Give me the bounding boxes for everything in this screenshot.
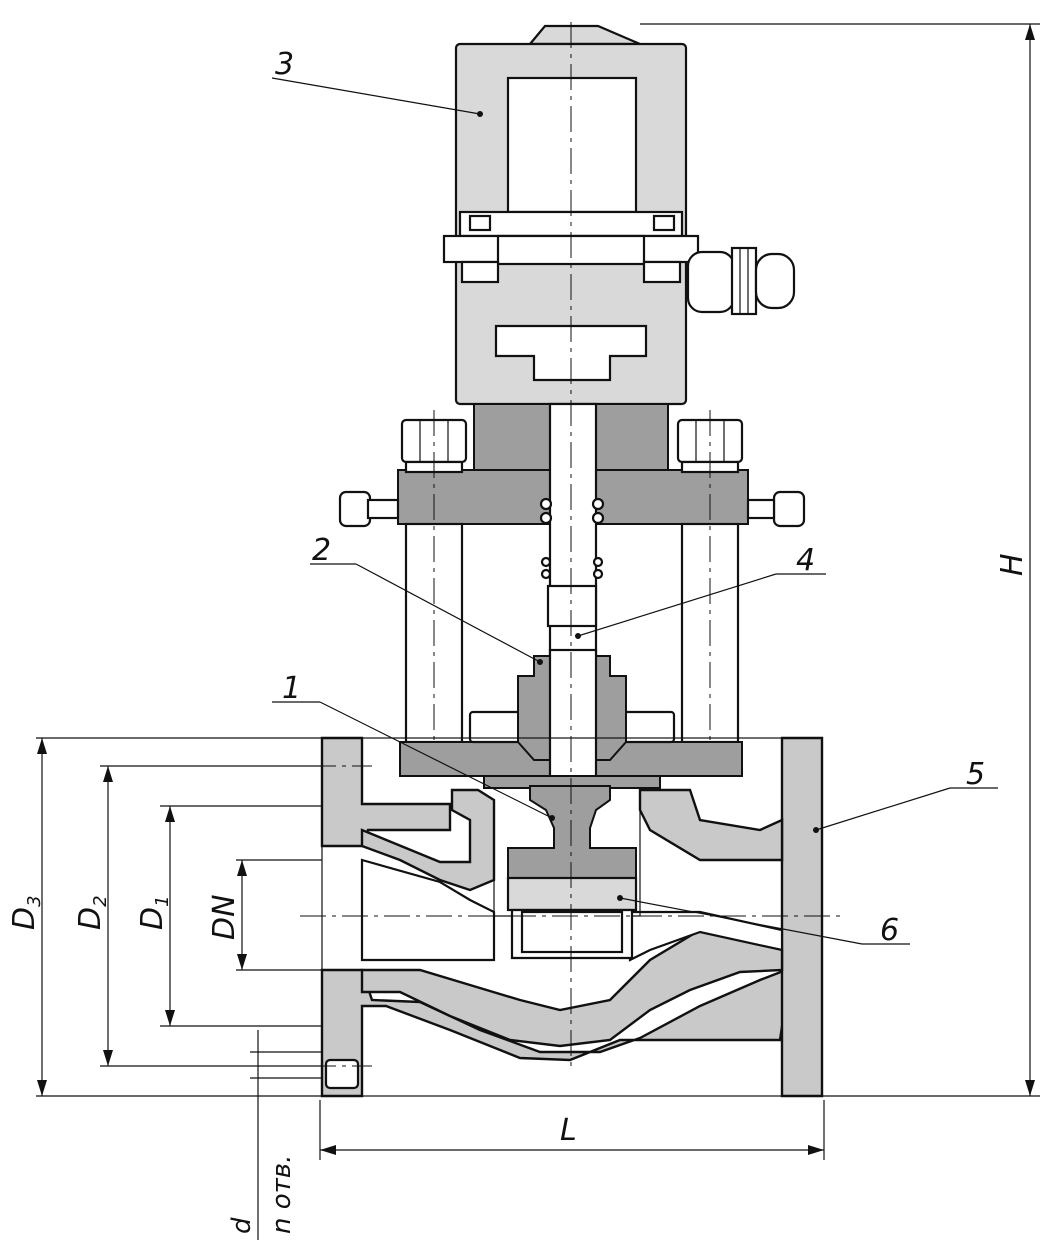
valve-body xyxy=(320,736,824,1098)
svg-text:D2: D2 xyxy=(73,895,111,930)
callout-1: 1 xyxy=(282,671,301,706)
callout-5: 5 xyxy=(966,757,985,792)
actuator xyxy=(442,24,796,406)
svg-text:D1: D1 xyxy=(135,895,173,930)
dim-label-d: d xyxy=(227,1217,257,1234)
plug-and-seat xyxy=(493,785,641,960)
dim-label-dn: DN xyxy=(207,894,242,940)
dim-label-d1: D1 xyxy=(135,895,173,930)
callout-3: 3 xyxy=(275,47,294,82)
svg-text:H: H xyxy=(995,553,1030,576)
stem xyxy=(539,402,605,660)
callout-6: 6 xyxy=(880,913,899,948)
bonnet xyxy=(483,648,661,789)
dim-label-d2: D2 xyxy=(73,895,111,930)
callout-4: 4 xyxy=(796,543,815,578)
svg-text:n отв.: n отв. xyxy=(267,1155,297,1234)
dimension-lines xyxy=(36,23,1040,1240)
svg-text:d: d xyxy=(227,1217,257,1234)
svg-text:D3: D3 xyxy=(7,895,45,930)
dim-label-h: H xyxy=(995,553,1030,576)
svg-text:DN: DN xyxy=(207,894,242,940)
dim-label-l: L xyxy=(560,1113,577,1148)
dim-label-d3: D3 xyxy=(7,895,45,930)
callout-2: 2 xyxy=(312,533,331,568)
dim-label-n-holes: n отв. xyxy=(267,1155,297,1234)
callout-leaders xyxy=(271,77,998,945)
